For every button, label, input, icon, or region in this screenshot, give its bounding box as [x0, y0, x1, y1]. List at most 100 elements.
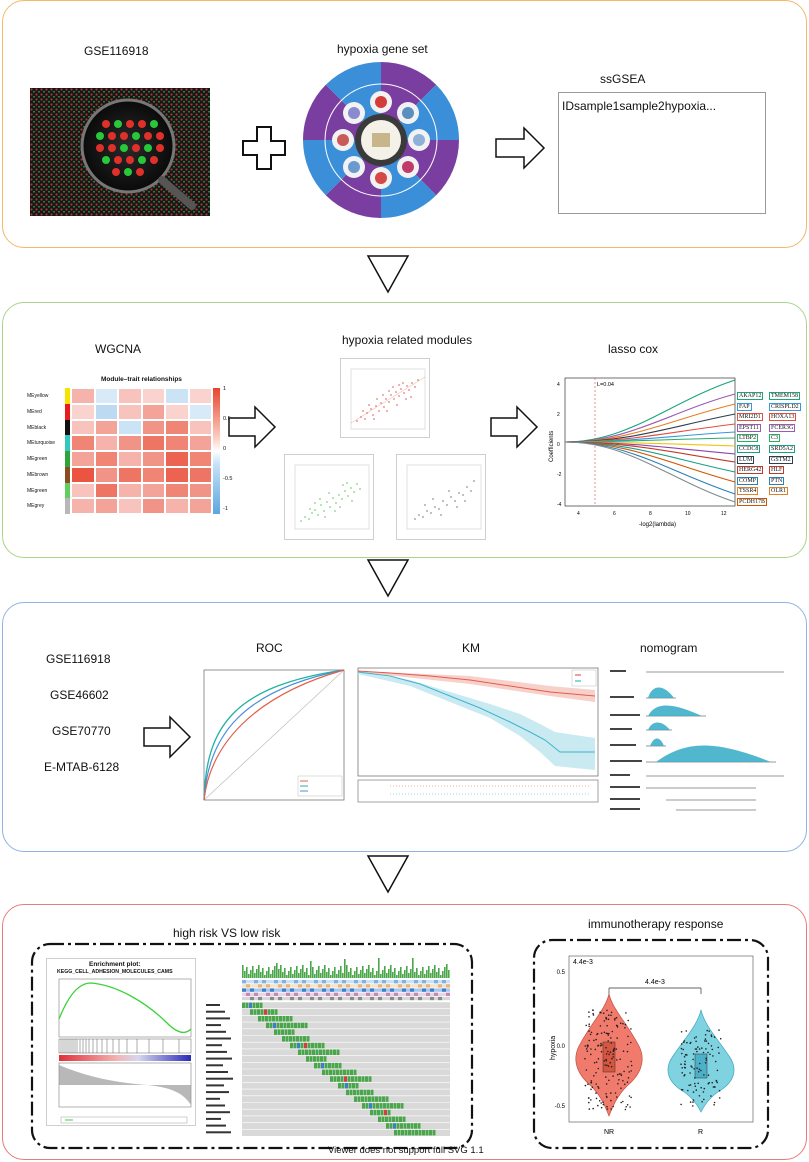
violin-point — [695, 1036, 697, 1038]
onco-burden-bar — [350, 968, 352, 978]
onco-annotation-cell — [258, 997, 262, 1000]
violin-point — [588, 1097, 590, 1099]
onco-mutation-cell — [242, 1003, 245, 1009]
heatmap-cell — [165, 451, 189, 467]
violin-point — [718, 1052, 720, 1054]
onco-annotation-cell — [382, 993, 386, 996]
onco-annotation-cell — [278, 997, 282, 1000]
violin-point — [719, 1090, 721, 1092]
nomogram-svg — [606, 664, 788, 814]
onco-mutation-cell — [394, 1130, 397, 1136]
violin-point — [703, 1074, 705, 1076]
onco-annotation-cell — [346, 980, 350, 983]
onco-burden-bar — [406, 966, 408, 978]
violin-point — [606, 1096, 608, 1098]
heatmap-cell — [71, 388, 95, 404]
onco-mutation-cell — [375, 1096, 378, 1102]
violin-point — [686, 1030, 688, 1032]
heatmap-cell — [118, 420, 142, 436]
heatmap-cell — [118, 483, 142, 499]
onco-mutation-cell — [281, 1029, 284, 1035]
onco-mutation-cell — [262, 1016, 265, 1022]
lasso-ytick: 2 — [557, 412, 560, 418]
violin-point — [630, 1070, 632, 1072]
onco-mutation-cell — [365, 1076, 368, 1082]
onco-annotation-cell — [422, 984, 426, 987]
dataset-label: GSE116918 — [84, 44, 149, 58]
heatmap-module-color — [65, 388, 70, 404]
onco-mutation-cell — [275, 1009, 278, 1015]
onco-mutation-cell — [249, 1003, 252, 1009]
onco-annotation-cell — [430, 997, 434, 1000]
violin-point — [612, 1031, 614, 1033]
violin-point — [716, 1080, 718, 1082]
onco-gene-label-mark — [206, 1011, 225, 1013]
violin-point — [597, 1105, 599, 1107]
onco-annotation-cell — [322, 980, 326, 983]
violin-point — [703, 1052, 705, 1054]
onco-mutation-cell — [386, 1096, 389, 1102]
heatmap-cell — [118, 435, 142, 451]
onco-annotation-cell — [282, 980, 286, 983]
onco-annotation-cell — [326, 984, 330, 987]
violin-point — [696, 1067, 698, 1069]
onco-annotation-cell — [390, 988, 394, 991]
onco-burden-bar — [362, 966, 364, 978]
violin-point — [600, 1025, 602, 1027]
onco-burden-bar — [410, 969, 412, 978]
violin-point — [586, 1069, 588, 1071]
heatmap-cell — [95, 467, 119, 483]
onco-burden-bar — [278, 969, 280, 978]
onco-mutation-cell — [254, 1009, 257, 1015]
onco-burden-bar — [360, 970, 362, 978]
onco-annotation-cell — [250, 993, 254, 996]
onco-burden-bar — [290, 967, 292, 978]
onco-annotation-cell — [414, 988, 418, 991]
heatmap-cell — [165, 483, 189, 499]
violin-point — [699, 1069, 701, 1071]
heatmap-module-color — [65, 451, 70, 467]
onco-gene-label-mark — [206, 1024, 221, 1026]
onco-mutation-cell — [298, 1023, 301, 1028]
onco-mutation-cell — [401, 1103, 404, 1109]
heatmap-module-color — [65, 483, 70, 499]
onco-gene-label-mark — [206, 1125, 226, 1127]
violin-point — [592, 1013, 594, 1015]
onco-mutation-cell — [340, 1070, 343, 1076]
onco-mutation-cell — [324, 1056, 327, 1062]
onco-burden-bar — [428, 966, 430, 978]
validation-dataset: E-MTAB-6128 — [44, 760, 119, 774]
onco-annotation-cell — [318, 980, 322, 983]
violin-point — [629, 1095, 631, 1097]
onco-annotation-cell — [398, 997, 402, 1000]
onco-annotation-cell — [402, 993, 406, 996]
onco-annotation-cell — [434, 997, 438, 1000]
violin-ytick: 0.5 — [557, 970, 566, 976]
onco-mutation-cell — [418, 1123, 421, 1129]
down-triangle-icon-3 — [366, 854, 410, 894]
violin-point — [612, 1075, 614, 1077]
heatmap-cell — [118, 498, 142, 514]
violin-point — [684, 1063, 686, 1065]
violin-point — [689, 1072, 691, 1074]
onco-annotation-cell — [314, 993, 318, 996]
onco-annotation-cell — [434, 980, 438, 983]
onco-mutation-cell — [310, 1056, 313, 1062]
onco-burden-bar — [280, 965, 282, 978]
onco-annotation-cell — [350, 988, 354, 991]
violin-point — [612, 1106, 614, 1108]
violin-point — [605, 1076, 607, 1078]
onco-mutation-cell — [380, 1103, 383, 1109]
onco-burden-bar — [356, 967, 358, 978]
violin-point — [585, 1045, 587, 1047]
violin-point — [705, 1062, 707, 1064]
violin-point — [616, 1048, 618, 1050]
onco-annotation-cell — [370, 988, 374, 991]
onco-annotation-cell — [322, 984, 326, 987]
violin-point — [605, 1093, 607, 1095]
onco-annotation-cell — [278, 980, 282, 983]
onco-mutation-cell — [290, 1016, 293, 1022]
onco-burden-bar — [382, 970, 384, 978]
violin-point — [694, 1077, 696, 1079]
onco-annotation-cell — [322, 988, 326, 991]
